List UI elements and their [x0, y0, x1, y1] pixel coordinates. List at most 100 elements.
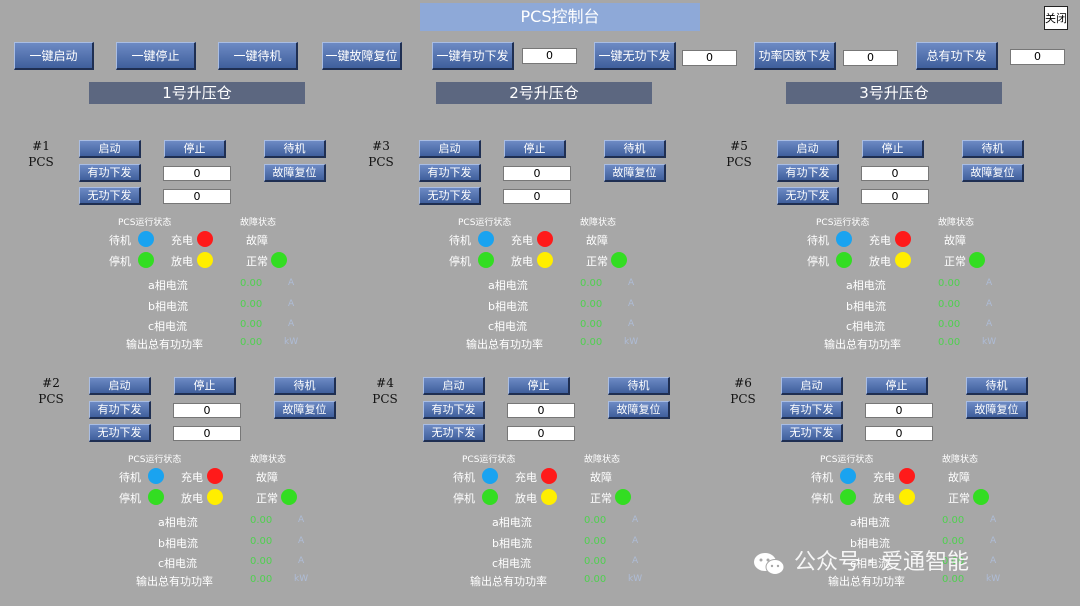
normal-indicator — [611, 252, 627, 268]
pcs-number: #1 — [32, 139, 50, 153]
reactive-dispatch-button[interactable]: 无功下发 — [781, 424, 843, 442]
total-power-value: 0.00 — [942, 574, 965, 585]
discharge-state-label: 放电 — [515, 492, 537, 505]
standby-button[interactable]: 待机 — [962, 140, 1024, 158]
run-status-label: PCS运行状态 — [118, 218, 172, 228]
wechat-icon — [754, 553, 785, 575]
reactive-dispatch-button[interactable]: 无功下发 — [423, 424, 485, 442]
phase-a-unit: A — [298, 515, 305, 525]
normal-label: 正常 — [944, 255, 966, 268]
one-key-standby-button[interactable]: 一键待机 — [218, 42, 298, 70]
active-dispatch-button[interactable]: 有功下发 — [419, 164, 481, 182]
active-power-input[interactable]: 0 — [163, 166, 231, 181]
stop-button[interactable]: 停止 — [862, 140, 924, 158]
fault-status-label: 故障状态 — [938, 218, 975, 228]
close-button[interactable]: 关闭 — [1044, 6, 1068, 30]
reactive-dispatch-button[interactable]: 无功下发 — [79, 187, 141, 205]
reactive-dispatch-button[interactable]: 无功下发 — [89, 424, 151, 442]
active-dispatch-button[interactable]: 有功下发 — [89, 401, 151, 419]
standby-button[interactable]: 待机 — [604, 140, 666, 158]
start-button[interactable]: 启动 — [419, 140, 481, 158]
charge-indicator — [895, 231, 911, 247]
fault-reset-button[interactable]: 故障复位 — [966, 401, 1028, 419]
standby-button[interactable]: 待机 — [274, 377, 336, 395]
power-factor-dispatch-button[interactable]: 功率因数下发 — [754, 42, 836, 70]
pcs-label: PCS — [38, 392, 64, 406]
active-dispatch-button[interactable]: 有功下发 — [777, 164, 839, 182]
phase-a-label: a相电流 — [148, 279, 188, 292]
fault-reset-button[interactable]: 故障复位 — [604, 164, 666, 182]
standby-button[interactable]: 待机 — [264, 140, 326, 158]
phase-b-unit: A — [986, 299, 993, 309]
start-button[interactable]: 启动 — [89, 377, 151, 395]
one-key-reactive-input[interactable]: 0 — [682, 50, 737, 66]
reactive-dispatch-button[interactable]: 无功下发 — [419, 187, 481, 205]
active-dispatch-button[interactable]: 有功下发 — [79, 164, 141, 182]
phase-a-value: 0.00 — [250, 515, 273, 526]
phase-b-label: b相电流 — [158, 537, 198, 550]
phase-a-label: a相电流 — [158, 516, 198, 529]
watermark-text: 公众号 · 爱通智能 — [794, 550, 969, 575]
active-power-input[interactable]: 0 — [503, 166, 571, 181]
stop-button[interactable]: 停止 — [866, 377, 928, 395]
total-power-value: 0.00 — [580, 337, 603, 348]
phase-c-label: c相电流 — [158, 557, 198, 570]
total-active-dispatch-button[interactable]: 总有功下发 — [916, 42, 998, 70]
fault-reset-button[interactable]: 故障复位 — [264, 164, 326, 182]
reactive-power-input[interactable]: 0 — [173, 426, 241, 441]
start-button[interactable]: 启动 — [423, 377, 485, 395]
phase-c-value: 0.00 — [942, 556, 965, 567]
phase-c-unit: A — [298, 556, 305, 566]
fault-reset-button[interactable]: 故障复位 — [962, 164, 1024, 182]
phase-a-value: 0.00 — [942, 515, 965, 526]
total-active-input[interactable]: 0 — [1010, 49, 1065, 65]
one-key-reactive-dispatch-button[interactable]: 一键无功下发 — [594, 42, 676, 70]
reactive-power-input[interactable]: 0 — [507, 426, 575, 441]
active-dispatch-button[interactable]: 有功下发 — [781, 401, 843, 419]
stop-button[interactable]: 停止 — [504, 140, 566, 158]
total-power-label: 输出总有功功率 — [470, 575, 547, 588]
reactive-power-input[interactable]: 0 — [163, 189, 231, 204]
pcs-panel: #4 PCS 启动 停止 待机 有功下发 0 故障复位 无功下发 0 PCS运行… — [370, 375, 710, 605]
start-button[interactable]: 启动 — [79, 140, 141, 158]
fault-reset-button[interactable]: 故障复位 — [608, 401, 670, 419]
normal-label: 正常 — [256, 492, 278, 505]
one-key-active-dispatch-button[interactable]: 一键有功下发 — [432, 42, 514, 70]
normal-indicator — [281, 489, 297, 505]
reactive-power-input[interactable]: 0 — [865, 426, 933, 441]
pcs-panel: #6 PCS 启动 停止 待机 有功下发 0 故障复位 无功下发 0 PCS运行… — [728, 375, 1068, 605]
pcs-label: PCS — [28, 155, 54, 169]
pcs-number: #5 — [730, 139, 748, 153]
active-dispatch-button[interactable]: 有功下发 — [423, 401, 485, 419]
one-key-fault-reset-button[interactable]: 一键故障复位 — [322, 42, 402, 70]
stop-button[interactable]: 停止 — [174, 377, 236, 395]
start-button[interactable]: 启动 — [781, 377, 843, 395]
fault-label: 故障 — [586, 234, 608, 247]
active-power-input[interactable]: 0 — [173, 403, 241, 418]
stop-button[interactable]: 停止 — [164, 140, 226, 158]
pcs-number: #4 — [376, 376, 394, 390]
one-key-start-button[interactable]: 一键启动 — [14, 42, 94, 70]
one-key-active-input[interactable]: 0 — [522, 48, 577, 64]
stop-button[interactable]: 停止 — [508, 377, 570, 395]
standby-button[interactable]: 待机 — [608, 377, 670, 395]
start-button[interactable]: 启动 — [777, 140, 839, 158]
fault-status-label: 故障状态 — [250, 455, 287, 465]
reactive-power-input[interactable]: 0 — [503, 189, 571, 204]
reactive-power-input[interactable]: 0 — [861, 189, 929, 204]
pcs-label: PCS — [368, 155, 394, 169]
phase-c-label: c相电流 — [492, 557, 532, 570]
active-power-input[interactable]: 0 — [861, 166, 929, 181]
run-status-label: PCS运行状态 — [820, 455, 874, 465]
active-power-input[interactable]: 0 — [865, 403, 933, 418]
power-factor-input[interactable]: 0 — [843, 50, 898, 66]
fault-reset-button[interactable]: 故障复位 — [274, 401, 336, 419]
standby-button[interactable]: 待机 — [966, 377, 1028, 395]
active-power-input[interactable]: 0 — [507, 403, 575, 418]
total-power-unit: kW — [284, 337, 299, 347]
standby-state-label: 待机 — [811, 471, 833, 484]
pcs-number: #6 — [734, 376, 752, 390]
reactive-dispatch-button[interactable]: 无功下发 — [777, 187, 839, 205]
charge-indicator — [541, 468, 557, 484]
one-key-stop-button[interactable]: 一键停止 — [116, 42, 196, 70]
